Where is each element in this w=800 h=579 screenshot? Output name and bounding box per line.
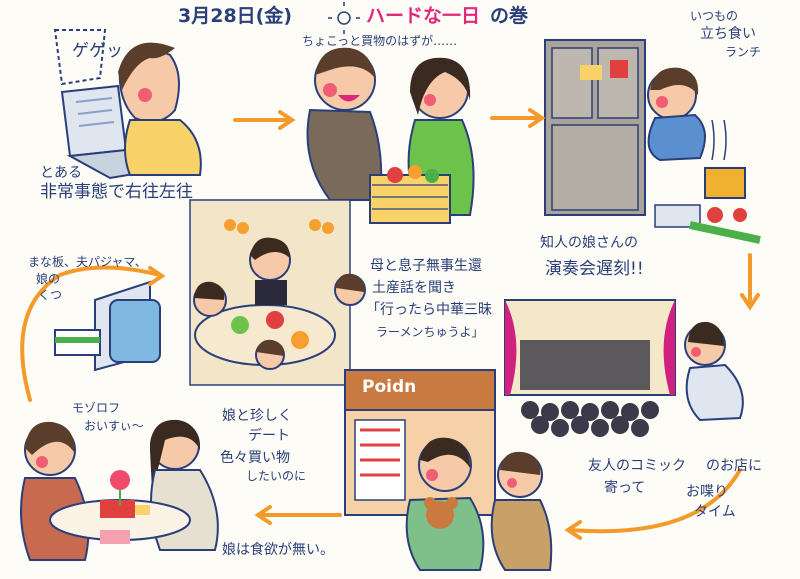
meal-scene (189, 199, 366, 386)
lunch-line-2: 立ち食い (700, 26, 756, 42)
meal-line-2: 土産話を聞き (372, 280, 456, 296)
title-suffix: の巻 (490, 5, 529, 27)
flow-arrows (20, 108, 760, 540)
items-line-2: 娘の (36, 272, 61, 286)
gege-exclaim: ゲゲッ (72, 41, 123, 61)
shop-sign: Poidn (362, 377, 417, 397)
meal-line-3: 「行ったら中華三昧 (366, 302, 492, 318)
comic-line-5: タイム (694, 504, 736, 520)
cafe-scene (20, 419, 219, 561)
no-appetite-caption: 娘は食欲が無い。 (222, 542, 334, 558)
items-line-1: まな板、夫パジャマ、 (28, 255, 147, 269)
date-line-3: 色々買い物 (220, 450, 290, 466)
emergency-line-2: 非常事態で右往左往 (40, 182, 193, 202)
concert-scene (504, 299, 744, 437)
arrow-6-7 (568, 468, 742, 534)
arrow-2-3-head (528, 108, 546, 128)
laptop-scene (53, 29, 202, 180)
meal-line-1: 母と息子無事生還 (370, 258, 482, 274)
emergency-line-1: とある (40, 165, 82, 181)
date-line-1: 娘と珍しく (222, 408, 292, 424)
comic-line-3: 寄って (604, 480, 646, 496)
arrow-3-6-head (740, 293, 760, 311)
arrow-7-8-head (254, 505, 272, 525)
shopping-caption: ちょこっと買物のはずが…… (302, 34, 458, 48)
lunch-line-3: ランチ (725, 45, 762, 59)
fridge-scene (544, 39, 761, 244)
date-line-4: したいのに (246, 469, 307, 483)
arrow-loop-head (148, 266, 166, 286)
arrow-6-7-head (564, 520, 582, 540)
meal-line-4: ラーメンちゅうよ」 (376, 325, 484, 339)
concert-line-1: 知人の娘さんの (540, 235, 638, 251)
shopping-scene (306, 47, 475, 224)
lunch-line-1: いつもの (690, 9, 739, 23)
sun-icon (328, 2, 360, 34)
shop-scene (344, 369, 553, 571)
arrow-loop (20, 265, 162, 402)
comic-line-1: 友人のコミック (588, 458, 686, 474)
mozhi-line-1: モゾロフ (72, 401, 121, 415)
arrow-1-2-head (278, 110, 296, 130)
items-line-3: くつ (38, 288, 63, 302)
title-date: 3月28日(金) (178, 5, 293, 27)
date-line-2: デート (248, 428, 290, 444)
mozhi-line-2: おいすぃ〜 (84, 419, 144, 433)
title-highlight: ハードな一日 (366, 5, 481, 27)
concert-line-2: 演奏会遅刻!! (545, 259, 644, 279)
items-scene (54, 280, 161, 372)
comic-line-2: のお店に (706, 458, 762, 474)
comic-line-4: お喋り (686, 484, 728, 500)
